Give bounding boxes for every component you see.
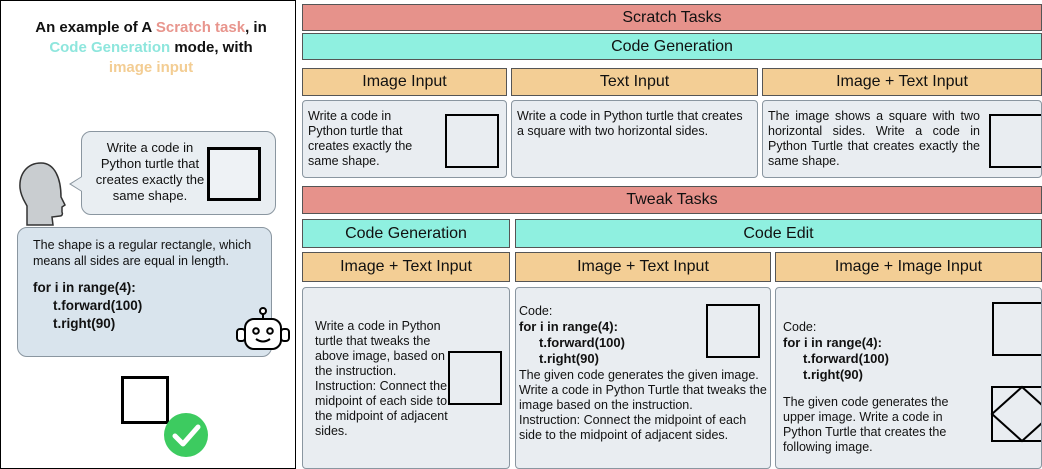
- assistant-message-bubble: The shape is a regular rectangle, which …: [17, 227, 272, 357]
- tweak-gen-cell: Write a code in Python turtle that tweak…: [302, 287, 510, 469]
- example-panel: An example of A Scratch task, in Code Ge…: [0, 0, 296, 469]
- tweak-edit-cell: Code: for i in range(4): t.forward(100) …: [515, 287, 771, 469]
- assistant-code-line-3: t.right(90): [53, 316, 116, 331]
- tweak-edit-code-label: Code:: [519, 304, 553, 318]
- checkmark-icon: [164, 413, 208, 457]
- tweak-tasks-header: Tweak Tasks: [302, 186, 1042, 214]
- user-message-bubble: Write a code in Python turtle that creat…: [81, 131, 276, 215]
- result-square-image: [121, 376, 169, 424]
- scratch-image-text-input-text: The image shows a square with two horizo…: [768, 109, 980, 168]
- title-mode: mode, with: [170, 39, 253, 56]
- scratch-text-input-cell: Write a code in Python turtle that creat…: [511, 100, 758, 178]
- tweak-edit-code-line-3: t.right(90): [539, 351, 599, 366]
- tweak-image-image-code: Code: for i in range(4): t.forward(100) …: [783, 320, 963, 383]
- tweak-code-generation-header: Code Generation: [302, 219, 510, 248]
- assistant-code-line-1: for i in range(4):: [33, 280, 136, 295]
- scratch-col-image-input: Image Input: [302, 68, 507, 96]
- scratch-tasks-header: Scratch Tasks: [302, 4, 1042, 31]
- title-mid: , in: [245, 19, 267, 36]
- assistant-code-line-2: t.forward(100): [53, 298, 143, 313]
- scratch-image-input-cell: Write a code in Python turtle that creat…: [302, 100, 507, 178]
- user-message-text: Write a code in Python turtle that creat…: [95, 140, 205, 203]
- scratch-text-input-text: Write a code in Python turtle that creat…: [517, 109, 743, 138]
- scratch-code-generation-header: Code Generation: [302, 33, 1042, 60]
- tweak-image-image-code-line-3: t.right(90): [803, 367, 863, 382]
- tweak-col-image-text-input-gen: Image + Text Input: [302, 252, 510, 282]
- scratch-image-text-input-cell: The image shows a square with two horizo…: [762, 100, 1042, 178]
- tweak-col-image-image-input: Image + Image Input: [775, 252, 1042, 282]
- square-image: [448, 351, 502, 405]
- tweak-image-image-code-line-1: for i in range(4):: [783, 335, 882, 350]
- tweak-gen-text: Write a code in Python turtle that tweak…: [315, 319, 448, 438]
- assistant-message: The shape is a regular rectangle, which …: [33, 237, 263, 333]
- user-bubble-tail-inner: [71, 177, 82, 191]
- example-title: An example of A Scratch task, in Code Ge…: [11, 18, 291, 78]
- tweak-image-image-cell: Code: for i in range(4): t.forward(100) …: [775, 287, 1042, 469]
- user-square-image: [207, 147, 261, 201]
- tweak-edit-code-line-2: t.forward(100): [539, 335, 625, 350]
- robot-icon: [236, 307, 290, 350]
- tweak-col-image-text-input-edit: Image + Text Input: [515, 252, 771, 282]
- square-diamond-image: [990, 385, 1041, 443]
- assistant-explanation: The shape is a regular rectangle, which …: [33, 238, 252, 268]
- title-prefix: An example of A: [35, 19, 156, 36]
- tweak-edit-code-line-1: for i in range(4):: [519, 319, 618, 334]
- title-codegen: Code Generation: [49, 39, 171, 56]
- tweak-edit-code: Code: for i in range(4): t.forward(100) …: [519, 304, 699, 367]
- scratch-col-image-text-input: Image + Text Input: [762, 68, 1042, 96]
- person-head-icon: [19, 162, 66, 226]
- tweak-image-image-code-label: Code:: [783, 320, 817, 334]
- upper-square-image: [992, 302, 1041, 356]
- square-image: [445, 114, 499, 168]
- tweak-image-image-code-line-2: t.forward(100): [803, 351, 889, 366]
- square-image: [706, 304, 760, 358]
- tweak-edit-text: The given code generates the given image…: [519, 368, 767, 442]
- tweak-code-edit-header: Code Edit: [515, 219, 1042, 248]
- title-image-input: image input: [108, 59, 194, 76]
- square-image: [989, 114, 1041, 168]
- tweak-image-image-text: The given code generates the upper image…: [783, 395, 949, 454]
- scratch-image-input-text: Write a code in Python turtle that creat…: [308, 109, 413, 168]
- scratch-col-text-input: Text Input: [511, 68, 758, 96]
- title-scratch: Scratch task: [155, 19, 246, 36]
